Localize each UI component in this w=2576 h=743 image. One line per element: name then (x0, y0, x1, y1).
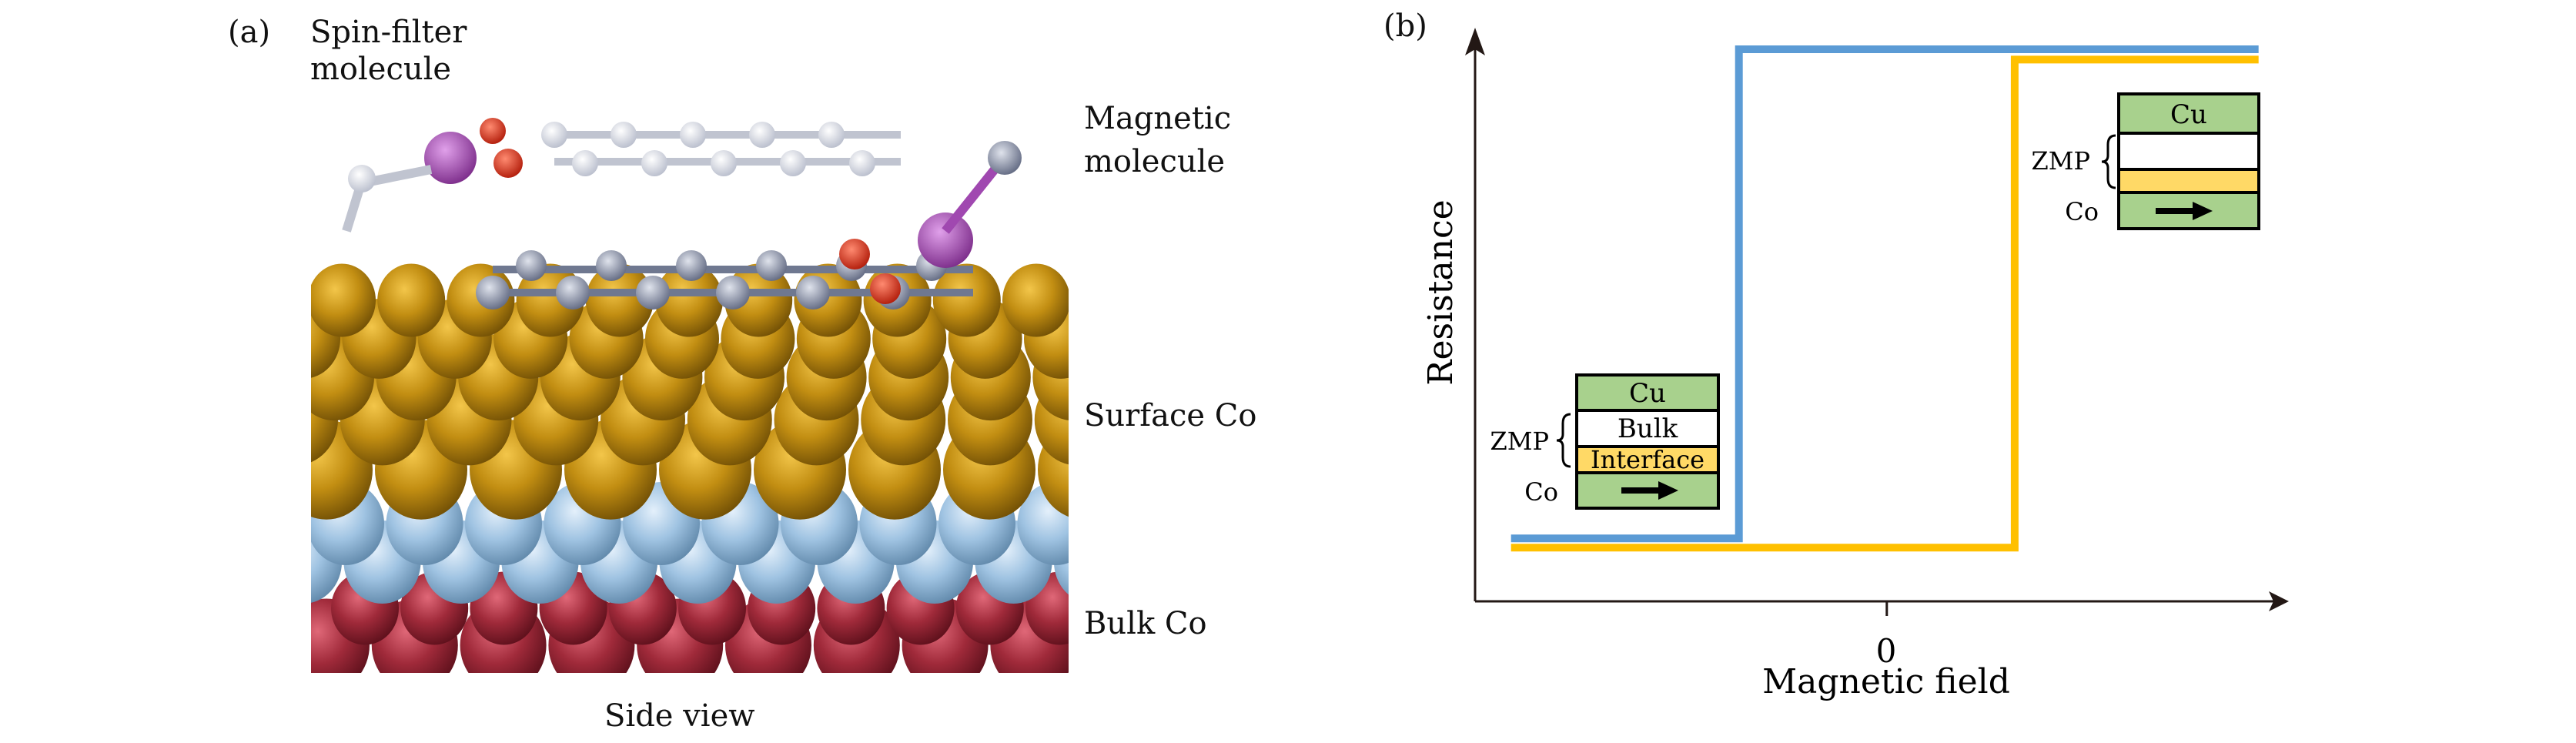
inset-right-co-text: Co (2065, 197, 2099, 226)
carbon-atom (716, 276, 750, 310)
surface-co-atom (585, 263, 654, 337)
metal-atom (918, 213, 973, 268)
carbon-atom (596, 250, 627, 281)
x-axis-arrow-icon (2269, 591, 2289, 611)
methyl-group (988, 141, 1022, 175)
inset-right-cu-text: Cu (2170, 99, 2207, 130)
magnetic-molecule-label-line1: Magnetic (1084, 101, 1232, 136)
y-axis-title: Resistance (1421, 199, 1460, 385)
carbon-atom (476, 276, 510, 310)
inset-right-stack: Cu Co ZMP (2031, 92, 2260, 230)
magnetic-molecule-label-line2: molecule (1084, 144, 1226, 179)
carbon-atom (611, 122, 637, 148)
carbon-atom (556, 276, 590, 310)
carbon-atom (756, 250, 787, 281)
surface-co-atom (655, 263, 723, 337)
carbon-atom (796, 276, 830, 310)
carbon-atom (572, 150, 598, 176)
surface-co-atom (311, 263, 376, 337)
methyl-group (348, 165, 376, 192)
carbon-atom (849, 150, 875, 176)
series-line-yellow (1510, 55, 2259, 552)
inset-left-bulk-text: Bulk (1618, 413, 1678, 444)
inset-left-brace (1556, 413, 1571, 468)
carbon-atom (749, 122, 775, 148)
series-line-blue (1510, 45, 2259, 543)
inset-right-zmp-text: ZMP (2031, 146, 2090, 176)
inset-right-cu-layer (2117, 92, 2260, 135)
inset-right-interface-layer (2117, 168, 2260, 194)
inset-left-stack: Cu Bulk Interface Co ZMP (1490, 373, 1720, 510)
carbon-atom (680, 122, 706, 148)
inset-left-interface-text: Interface (1591, 445, 1705, 474)
surface-co-atom (377, 263, 446, 337)
panel-b-label: (b) (1383, 8, 1427, 44)
inset-left-zmp-text: ZMP (1490, 427, 1549, 456)
inset-left-cu-text: Cu (1629, 378, 1666, 409)
magnetization-arrow-icon (1621, 481, 1678, 500)
carbon-atom (676, 250, 707, 281)
y-axis-arrow-icon (1465, 28, 1485, 55)
carbon-atom (780, 150, 806, 176)
carbon-atom (636, 276, 670, 310)
oxygen-atom (839, 239, 870, 269)
magnetization-arrow-icon (2156, 202, 2213, 220)
panel-a-label: (a) (228, 15, 271, 50)
cobalt-slab (311, 95, 1069, 673)
inset-right-bulk-layer (2117, 132, 2260, 171)
carbon-atom (541, 122, 567, 148)
oxygen-atom (493, 149, 523, 178)
carbon-atom (516, 250, 547, 281)
spin-filter-label-line2: molecule (310, 52, 452, 87)
surface-co-atom (1002, 263, 1069, 337)
molecules (342, 118, 1022, 310)
x-axis-title: Magnetic field (1762, 662, 2010, 701)
inset-right-brace (2101, 134, 2116, 189)
metal-atom (424, 132, 477, 184)
spin-filter-label-line1: Spin-filter (310, 15, 467, 50)
x-tick-label: 0 (1876, 632, 1897, 670)
oxygen-atom (480, 118, 506, 144)
carbon-atom (818, 122, 845, 148)
surface-co-atom (932, 263, 1001, 337)
inset-left-interface-layer (1575, 445, 1720, 474)
carbon-atom (641, 150, 667, 176)
side-view-caption: Side view (604, 698, 755, 734)
bulk-co-label: Bulk Co (1084, 606, 1207, 641)
axes (1465, 28, 2289, 611)
carbon-atom (711, 150, 737, 176)
inset-left-co-text: Co (1524, 477, 1558, 507)
oxygen-atom (870, 273, 901, 304)
surface-co-label: Surface Co (1084, 398, 1257, 433)
